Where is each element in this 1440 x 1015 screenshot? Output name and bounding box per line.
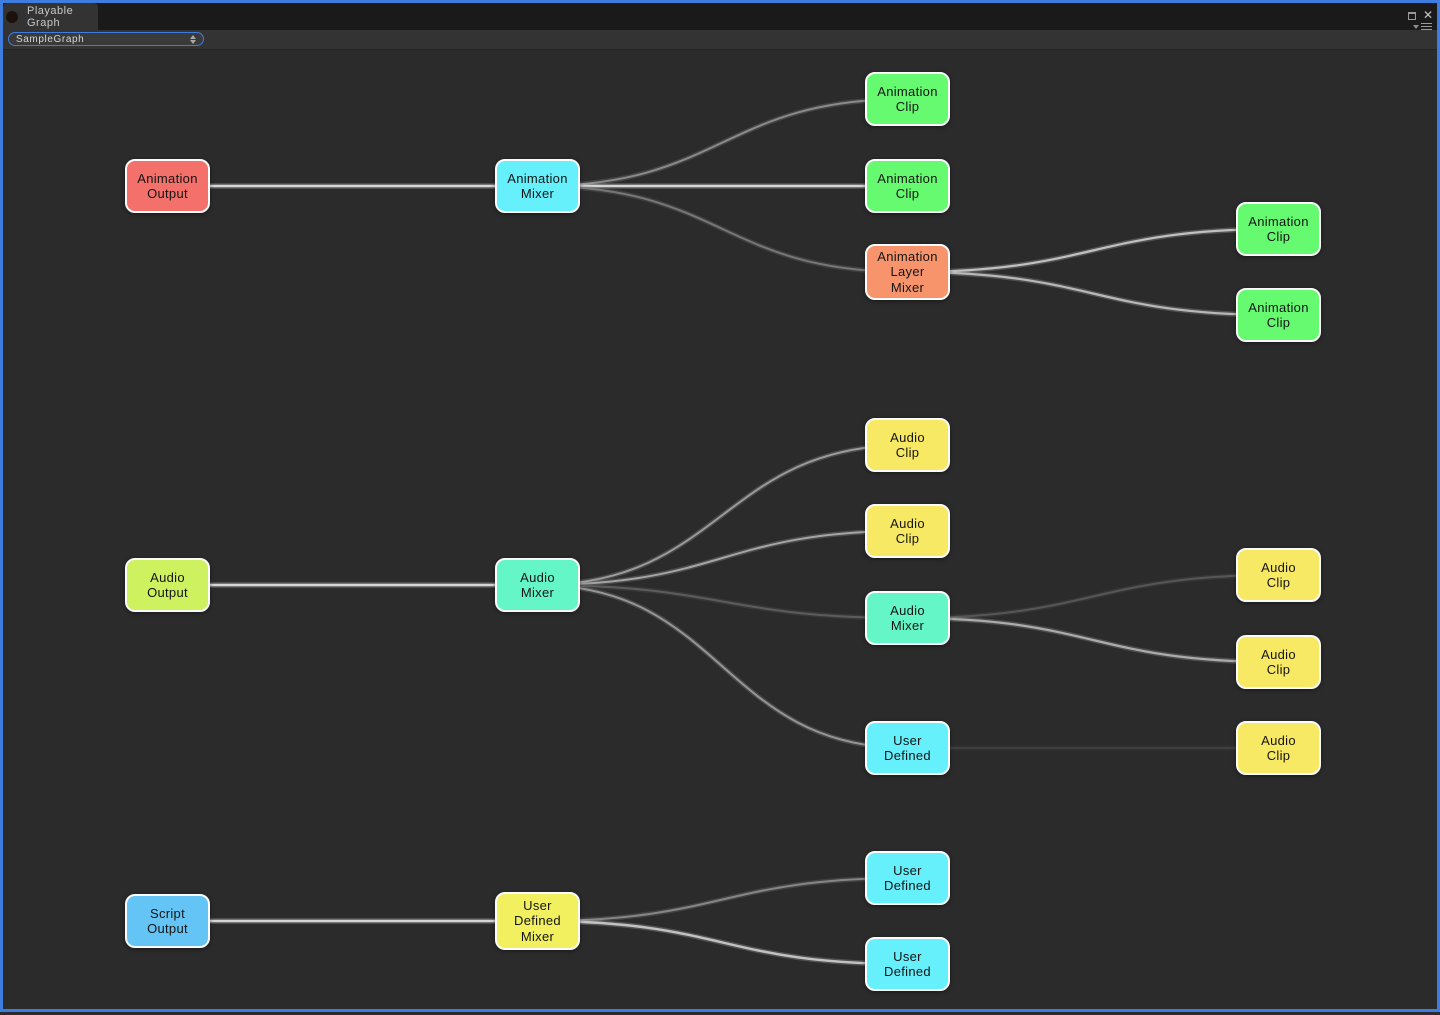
node-audio-mixer-1[interactable]: Audio Mixer [495, 558, 580, 612]
pane-menu-icon[interactable] [1413, 23, 1432, 30]
edge-audio-mixer-2-to-audio-clip-3 [906, 574, 1280, 619]
edge-animation-mixer-to-animation-clip-1 [536, 98, 909, 187]
node-animation-clip-3[interactable]: Animation Clip [1236, 202, 1321, 256]
close-icon[interactable]: ✕ [1422, 8, 1433, 22]
edges-layer [164, 96, 1282, 967]
node-animation-clip-4[interactable]: Animation Clip [1236, 288, 1321, 342]
window-controls: ✕ [1407, 8, 1433, 22]
node-user-defined-3[interactable]: User Defined [865, 937, 950, 991]
node-user-defined-2[interactable]: User Defined [865, 851, 950, 905]
node-audio-mixer-2[interactable]: Audio Mixer [865, 591, 950, 645]
maximize-icon[interactable] [1407, 12, 1416, 20]
edge-audio-mixer-1-to-audio-mixer-2 [536, 584, 909, 619]
node-animation-clip-1[interactable]: Animation Clip [865, 72, 950, 126]
node-audio-clip-2[interactable]: Audio Clip [865, 504, 950, 558]
node-audio-clip-5[interactable]: Audio Clip [1236, 721, 1321, 775]
node-animation-output[interactable]: Animation Output [125, 159, 210, 213]
edge-audio-mixer-1-to-user-defined-1 [536, 584, 909, 749]
node-audio-clip-1[interactable]: Audio Clip [865, 418, 950, 472]
node-user-defined-1[interactable]: User Defined [865, 721, 950, 775]
node-user-defined-mixer[interactable]: User Defined Mixer [495, 892, 580, 950]
edge-audio-mixer-2-to-audio-clip-4 [906, 616, 1280, 664]
edge-animation-layer-mixer-to-animation-clip-4 [906, 270, 1280, 317]
node-animation-mixer[interactable]: Animation Mixer [495, 159, 580, 213]
dropdown-triangle-icon [1413, 25, 1419, 29]
tab-dot-icon [6, 11, 18, 23]
popup-arrows-icon [190, 34, 196, 44]
tab-playable-graph[interactable]: Playable Graph [3, 3, 98, 30]
edge-user-defined-mixer-to-user-defined-3 [536, 919, 909, 966]
node-animation-layer-mixer[interactable]: Animation Layer Mixer [865, 244, 950, 300]
node-audio-clip-3[interactable]: Audio Clip [1236, 548, 1321, 602]
edge-audio-mixer-1-to-audio-clip-2 [536, 530, 909, 586]
edge-user-defined-mixer-to-user-defined-2 [536, 877, 909, 922]
node-animation-clip-2[interactable]: Animation Clip [865, 159, 950, 213]
edge-audio-mixer-1-to-audio-clip-1 [536, 444, 909, 586]
hamburger-icon [1421, 23, 1432, 30]
node-script-output[interactable]: Script Output [125, 894, 210, 948]
graph-selector[interactable]: SampleGraph [8, 32, 204, 46]
titlebar: Playable Graph ✕ [3, 3, 1437, 30]
edge-animation-mixer-to-animation-layer-mixer [536, 185, 909, 273]
edge-animation-layer-mixer-to-animation-clip-3 [906, 227, 1280, 274]
tab-title: Playable Graph [27, 4, 74, 29]
toolbar: SampleGraph [3, 30, 1437, 50]
node-audio-clip-4[interactable]: Audio Clip [1236, 635, 1321, 689]
node-audio-output[interactable]: Audio Output [125, 558, 210, 612]
graph-selector-value: SampleGraph [16, 33, 85, 45]
